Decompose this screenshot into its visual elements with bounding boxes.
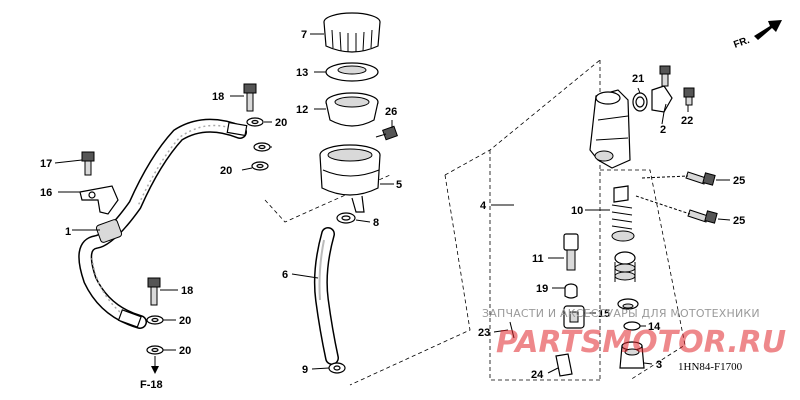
callout-20-a: 20	[275, 117, 287, 129]
clip-24	[555, 353, 573, 377]
callout-1: 1	[65, 226, 71, 238]
callout-25-lower: 25	[733, 215, 745, 227]
bolt-25-lower	[687, 209, 718, 224]
washer-upper-a	[246, 117, 264, 127]
watermark-tagline: ЗАПЧАСТИ И АКСЕССУАРЫ ДЛЯ МОТОТЕХНИКИ	[482, 307, 760, 320]
reservoir-cap	[323, 12, 381, 53]
hose-clamp-bracket	[79, 185, 119, 215]
callout-6: 6	[282, 269, 288, 281]
callout-16: 16	[40, 187, 52, 199]
diagram-code: 1HN84-F1700	[678, 361, 743, 373]
callout-3: 3	[656, 359, 662, 371]
callout-15: 15	[598, 308, 610, 320]
watermark: ЗАПЧАСТИ И АКСЕССУАРЫ ДЛЯ МОТОТЕХНИКИ PA…	[482, 307, 786, 360]
callout-25-upper: 25	[733, 175, 745, 187]
watermark-brand: PARTSMOTOR.RU	[496, 325, 786, 360]
callout-7: 7	[301, 29, 307, 41]
cup-3	[619, 341, 645, 369]
o-ring-21	[632, 92, 648, 112]
callout-17: 17	[40, 158, 52, 170]
callout-18-upper: 18	[212, 91, 224, 103]
callouts: 1 2 3 4 5 6 7 8 9 10 11 12 13 14 15 16 1…	[40, 29, 745, 381]
reference-label: F-18	[140, 379, 163, 391]
master-cylinder-body	[589, 89, 631, 169]
callout-2: 2	[660, 124, 666, 136]
pin-23	[509, 321, 515, 339]
callout-14: 14	[648, 321, 661, 333]
callout-20-b: 20	[220, 165, 232, 177]
callout-5: 5	[396, 179, 402, 191]
callout-13: 13	[296, 67, 308, 79]
bolt-25-upper	[685, 171, 716, 186]
callout-20-c: 20	[179, 315, 191, 327]
nut-19	[564, 283, 578, 299]
callout-22: 22	[681, 115, 693, 127]
callout-19: 19	[536, 283, 548, 295]
reservoir-tank	[319, 144, 381, 213]
callout-9: 9	[302, 364, 308, 376]
reservoir-hose	[313, 227, 339, 365]
reservoir-diaphragm	[325, 92, 379, 127]
callout-8: 8	[373, 217, 379, 229]
callout-24: 24	[531, 369, 544, 381]
callout-12: 12	[296, 104, 308, 116]
callout-4: 4	[480, 200, 487, 212]
hose-clip-lower	[328, 362, 346, 374]
callout-21: 21	[632, 73, 644, 85]
bolt-17	[81, 151, 95, 176]
ref-arrow-icon	[151, 366, 159, 374]
screw-22	[683, 87, 695, 106]
screw-26	[375, 125, 398, 141]
reservoir-plate	[325, 62, 379, 82]
callout-20-d: 20	[179, 345, 191, 357]
front-direction-indicator: FR.	[732, 20, 782, 51]
banjo-bolt-lower	[147, 277, 161, 306]
washer-upper-c	[251, 161, 269, 171]
brake-hose	[78, 118, 248, 329]
washer-upper-b	[253, 142, 271, 152]
front-label: FR.	[732, 35, 751, 51]
callout-11: 11	[532, 253, 544, 265]
joint-2	[651, 65, 673, 113]
callout-23: 23	[478, 327, 490, 339]
callout-18-lower: 18	[181, 285, 193, 297]
callout-26: 26	[385, 106, 397, 118]
joint-15	[563, 305, 585, 329]
callout-10: 10	[571, 205, 583, 217]
washer-lower-a	[146, 315, 164, 325]
hose-clip	[336, 212, 356, 224]
leader-lines	[54, 33, 731, 374]
washer-lower-b	[146, 345, 164, 355]
banjo-bolt-upper	[243, 83, 257, 112]
piston-set	[611, 185, 639, 310]
front-arrow-icon	[754, 20, 782, 40]
push-rod	[563, 233, 579, 271]
